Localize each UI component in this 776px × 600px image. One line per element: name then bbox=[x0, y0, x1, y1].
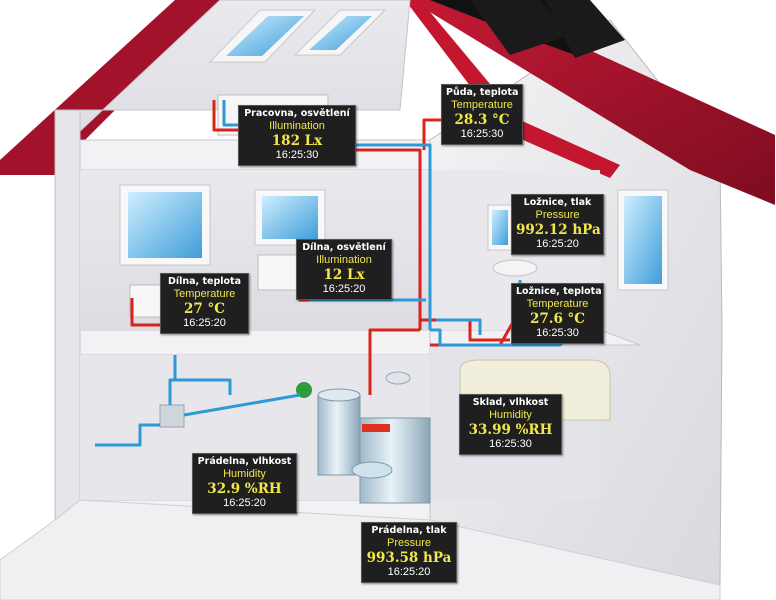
sensor-quantity: Illumination bbox=[269, 119, 325, 132]
sensor-panel-pradelna-pressure: Prádelna, tlak Pressure 993.58 hPa 16:25… bbox=[361, 522, 457, 583]
sensor-time: 16:25:20 bbox=[322, 283, 366, 296]
skylight-window bbox=[208, 9, 387, 63]
sensor-time: 16:25:20 bbox=[536, 238, 579, 251]
sensor-panel-puda-temperature: Půda, teplota Temperature 28.3 °C 16:25:… bbox=[441, 84, 523, 145]
sensor-location: Prádelna, tlak bbox=[371, 525, 447, 536]
sensor-time: 16:25:20 bbox=[223, 497, 266, 510]
sensor-time: 16:25:30 bbox=[460, 128, 504, 141]
sensor-panel-pracovna-illumination: Pracovna, osvětlení Illumination 182 Lx … bbox=[238, 105, 356, 166]
sink-icon bbox=[492, 259, 538, 277]
sensor-quantity: Temperature bbox=[526, 297, 589, 310]
sensor-time: 16:25:20 bbox=[183, 317, 226, 330]
sensor-quantity: Humidity bbox=[223, 467, 266, 480]
sensor-quantity: Temperature bbox=[451, 98, 513, 111]
sensor-location: Ložnice, tlak bbox=[523, 197, 592, 208]
sensor-value: 993.58 hPa bbox=[366, 549, 452, 566]
sensor-value: 27 °C bbox=[184, 300, 225, 317]
boiler-icon bbox=[296, 371, 431, 504]
sensor-panel-loznice-temperature: Ložnice, teplota Temperature 27.6 °C 16:… bbox=[511, 283, 604, 344]
sensor-location: Dílna, teplota bbox=[167, 276, 241, 287]
solar-panel-icon bbox=[470, 0, 570, 55]
sensor-location: Půda, teplota bbox=[446, 87, 519, 98]
sensor-location: Sklad, vlhkost bbox=[472, 397, 549, 408]
solar-panel-icon bbox=[545, 0, 625, 58]
sensor-location: Prádelna, vlhkost bbox=[197, 456, 292, 467]
sensor-value: 28.3 °C bbox=[454, 111, 510, 128]
sensor-location: Ložnice, teplota bbox=[516, 286, 602, 297]
sensor-panel-dilna-temperature: Dílna, teplota Temperature 27 °C 16:25:2… bbox=[160, 273, 249, 334]
sensor-value: 12 Lx bbox=[323, 266, 365, 283]
sensor-time: 16:25:30 bbox=[275, 149, 319, 162]
sensor-location: Dílna, osvětlení bbox=[302, 242, 386, 253]
foundation bbox=[0, 499, 721, 600]
sensor-time: 16:25:30 bbox=[536, 327, 579, 340]
sensor-panel-dilna-illumination: Dílna, osvětlení Illumination 12 Lx 16:2… bbox=[296, 239, 392, 300]
sensor-panel-sklad-humidity: Sklad, vlhkost Humidity 33.99 %RH 16:25:… bbox=[459, 394, 562, 455]
sensor-quantity: Pressure bbox=[535, 208, 580, 221]
sensor-panel-pradelna-humidity: Prádelna, vlhkost Humidity 32.9 %RH 16:2… bbox=[192, 453, 297, 514]
sensor-quantity: Illumination bbox=[316, 253, 372, 266]
sensor-quantity: Humidity bbox=[489, 408, 532, 421]
left-outer-wall bbox=[54, 109, 81, 522]
sensor-time: 16:25:20 bbox=[387, 566, 431, 579]
sensor-panel-loznice-pressure: Ložnice, tlak Pressure 992.12 hPa 16:25:… bbox=[511, 194, 604, 255]
sensor-time: 16:25:30 bbox=[489, 438, 532, 451]
sensor-value: 992.12 hPa bbox=[516, 221, 601, 238]
sensor-quantity: Temperature bbox=[173, 287, 236, 300]
sensor-value: 27.6 °C bbox=[529, 310, 586, 327]
wall-window bbox=[119, 184, 669, 291]
distribution-box-icon bbox=[159, 404, 185, 428]
sensor-location: Pracovna, osvětlení bbox=[244, 108, 350, 119]
sensor-value: 32.9 %RH bbox=[207, 480, 282, 497]
roof bbox=[405, 0, 775, 205]
sensor-value: 33.99 %RH bbox=[468, 421, 553, 438]
sensor-quantity: Pressure bbox=[386, 536, 432, 549]
sensor-value: 182 Lx bbox=[271, 132, 323, 149]
